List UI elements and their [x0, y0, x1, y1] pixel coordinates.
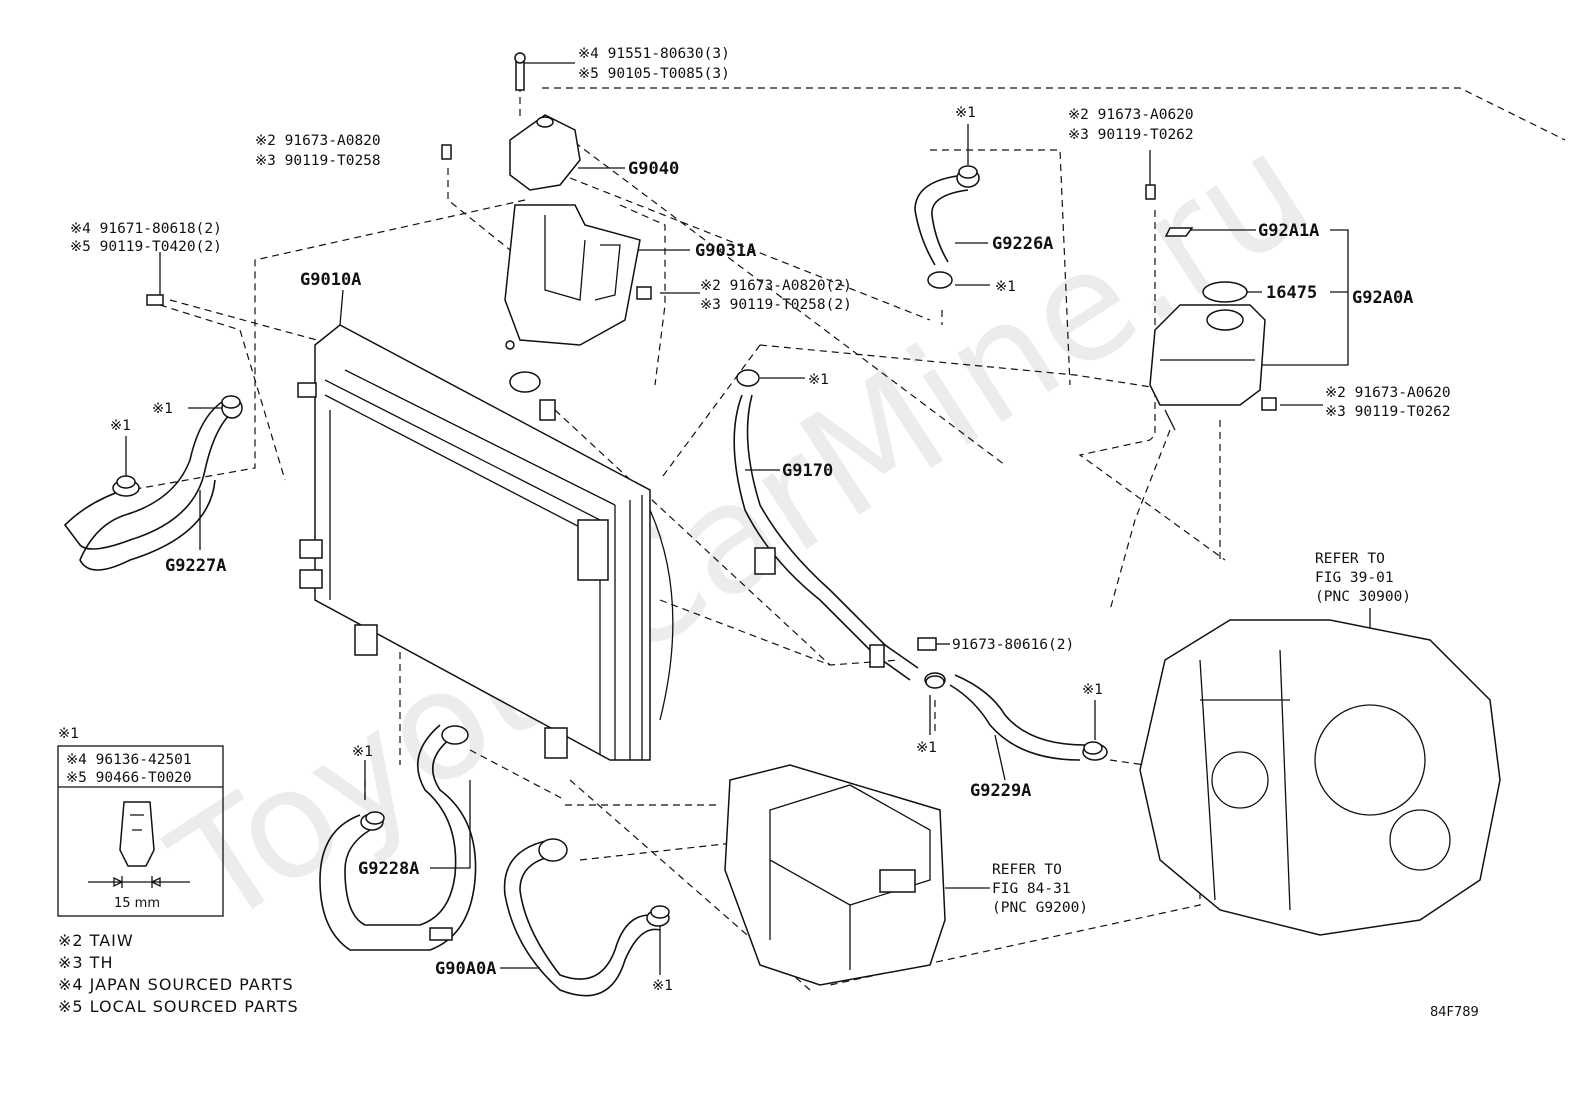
water-outlet-housing [509, 52, 581, 191]
callout-g92a1a: G92A1A [1258, 221, 1319, 241]
part-number: ※2 91673-A0620 [1068, 107, 1194, 123]
part-number: ※3 90119-T0258 [255, 153, 381, 169]
clip-marker: ※1 [152, 401, 173, 417]
part-number: ※2 91673-A0820 [255, 133, 381, 149]
legend-item: ※3 TH [58, 953, 113, 972]
part-number: ※3 90119-T0258(2) [700, 297, 852, 313]
clip-inset-box: ※4 96136-42501 ※5 90466-T0020 15 mm [57, 745, 224, 917]
hose-g9226a [914, 168, 980, 289]
legend: ※2 TAIW ※3 TH ※4 JAPAN SOURCED PARTS ※5 … [58, 931, 299, 1016]
callout-16475: 16475 [1266, 283, 1317, 303]
callout-g9228a: G9228A [358, 859, 419, 879]
clip-marker: ※1 [110, 418, 131, 434]
clip-marker: ※1 [995, 279, 1016, 295]
callout-g9031a: G9031A [695, 241, 756, 261]
bolts [146, 144, 1277, 651]
part-number: ※2 91673-A0620 [1325, 385, 1451, 401]
clip-box-row2: ※5 90466-T0020 [66, 770, 192, 786]
refer-transaxle-line2: FIG 39-01 [1315, 570, 1394, 586]
clip-box-row1: ※4 96136-42501 [66, 752, 192, 768]
clip-box-dimension: 15 mm [114, 896, 160, 911]
transaxle-assembly [1139, 619, 1501, 936]
clip-marker: ※1 [1082, 682, 1103, 698]
part-number: ※5 90105-T0085(3) [578, 66, 730, 82]
hose-g9227a [63, 397, 243, 571]
legend-item: ※5 LOCAL SOURCED PARTS [58, 997, 299, 1016]
figure-id: 84F789 [1430, 1005, 1479, 1020]
radiator-support-bracket [504, 204, 641, 350]
callout-g9229a: G9229A [970, 781, 1031, 801]
part-number: ※5 90119-T0420(2) [70, 239, 222, 255]
legend-item: ※2 TAIW [58, 931, 134, 950]
callout-g9040: G9040 [628, 159, 679, 179]
clip-marker: ※1 [58, 726, 79, 742]
callout-g9170: G9170 [782, 461, 833, 481]
clip-marker: ※1 [352, 744, 373, 760]
clip-marker: ※1 [808, 372, 829, 388]
clip-marker: ※1 [652, 978, 673, 994]
hose-g90a0a [503, 838, 670, 997]
refer-transaxle-line1: REFER TO [1315, 551, 1385, 567]
hose-g9229a [924, 672, 1108, 761]
callout-labels: G9040 G9031A G9010A G9226A G92A1A 16475 … [58, 46, 1451, 994]
refer-inverter-line2: FIG 84-31 [992, 881, 1071, 897]
callout-g9227a: G9227A [165, 556, 226, 576]
part-number: 91673-80616(2) [952, 637, 1074, 653]
hose-g9170 [733, 369, 919, 681]
clip-marker: ※1 [916, 740, 937, 756]
hose-clamps [116, 165, 1103, 919]
part-number: ※4 91551-80630(3) [578, 46, 730, 62]
radiator-assembly [297, 324, 674, 761]
clip-marker: ※1 [955, 105, 976, 121]
callout-g9226a: G9226A [992, 234, 1053, 254]
part-number: ※4 91671-80618(2) [70, 221, 222, 237]
part-number: ※3 90119-T0262 [1325, 404, 1451, 420]
legend-item: ※4 JAPAN SOURCED PARTS [58, 975, 294, 994]
refer-inverter-line3: (PNC G9200) [992, 900, 1088, 916]
part-number: ※3 90119-T0262 [1068, 127, 1194, 143]
refer-inverter-line1: REFER TO [992, 862, 1062, 878]
dashed-leader-lines [129, 85, 1566, 991]
refer-transaxle-line3: (PNC 30900) [1315, 589, 1411, 605]
callout-g92a0a: G92A0A [1352, 288, 1413, 308]
part-number: ※2 91673-A0820(2) [700, 278, 852, 294]
callout-g90a0a: G90A0A [435, 959, 496, 979]
inverter-assembly [724, 764, 946, 986]
callout-g9010a: G9010A [300, 270, 361, 290]
coolant-reservoir-tank [1149, 227, 1266, 431]
